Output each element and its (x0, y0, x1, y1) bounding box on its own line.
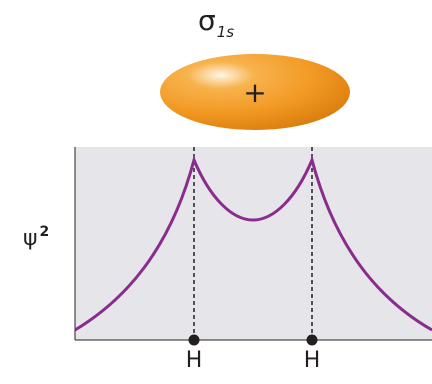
nucleus-dot-right (306, 334, 318, 346)
orbital-sign: + (243, 76, 266, 109)
orbital-subscript: 1s (216, 23, 235, 41)
orbital-lobe (160, 54, 350, 130)
y-label-base: ψ (23, 226, 38, 251)
nucleus-label-left: H (185, 348, 203, 373)
density-curve (74, 155, 432, 332)
orbital-label: σ1s (0, 4, 432, 41)
y-label-power: 2 (39, 224, 50, 240)
orbital-symbol: σ (197, 4, 216, 37)
nucleus-label-right: H (303, 348, 321, 373)
nucleus-dot-left (188, 334, 200, 346)
plot-background (75, 147, 432, 340)
